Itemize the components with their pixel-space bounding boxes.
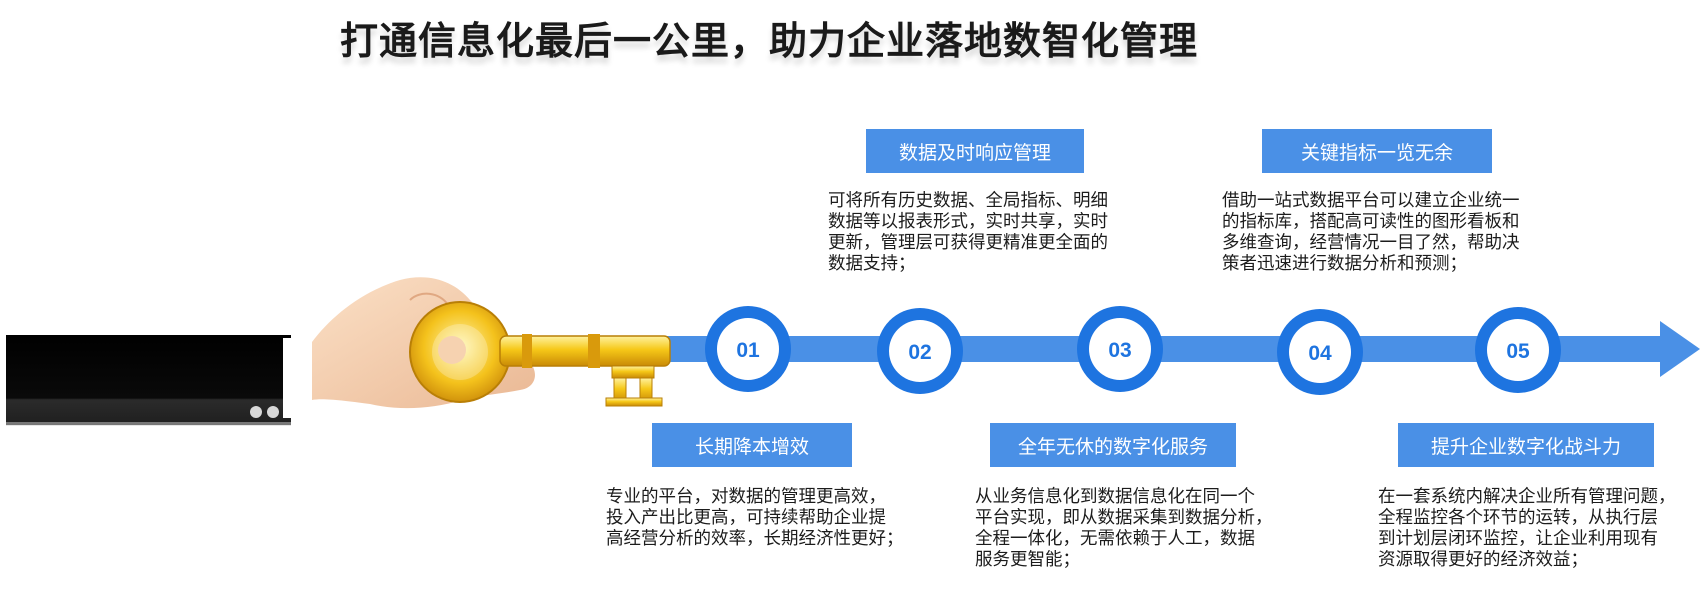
step-circle-inner (889, 320, 951, 382)
step-number: 03 (1108, 339, 1131, 362)
step-marker-05: 05 (1475, 307, 1561, 393)
step-label-03: 全年无休的数字化服务 (990, 423, 1236, 467)
step-number: 05 (1506, 340, 1530, 363)
steps-layer: 01 02 03 04 05 (705, 306, 1561, 395)
step-label-02: 数据及时响应管理 (866, 129, 1084, 173)
step-label-05: 提升企业数字化战斗力 (1398, 423, 1654, 467)
step-description-02: 可将所有历史数据、全局指标、明细 数据等以报表形式，实时共享，实时 更新，管理层… (828, 191, 1108, 274)
cufflink-1 (250, 406, 262, 418)
golden-key (409, 301, 671, 407)
step-circle-inner (1487, 319, 1549, 381)
key-shaft (499, 335, 671, 367)
step-description-01: 专业的平台，对数据的管理更高效， 投入产出比更高，可持续帮助企业提 高经营分析的… (606, 487, 904, 549)
step-description-05: 在一套系统内解决企业所有管理问题， 全程监控各个环节的运转，从执行层 到计划层闭… (1378, 487, 1676, 570)
step-label-04: 关键指标一览无余 (1262, 129, 1492, 173)
step-description-04: 借助一站式数据平台可以建立企业统一 的指标库，搭配高可读性的图形看板和 多维查询… (1222, 191, 1520, 274)
step-label-01: 长期降本增效 (652, 423, 852, 467)
step-marker-02: 02 (877, 308, 963, 394)
step-marker-03: 03 (1077, 306, 1163, 392)
hand-with-key-illustration (6, 277, 671, 426)
step-marker-04: 04 (1277, 309, 1363, 395)
step-number: 04 (1308, 342, 1332, 365)
step-number: 02 (908, 341, 931, 364)
step-marker-01: 01 (705, 306, 791, 392)
shirt-cuff (283, 338, 313, 418)
step-number: 01 (736, 339, 760, 362)
step-circle-inner (717, 318, 779, 380)
step-circle-inner (1289, 321, 1351, 383)
sleeve (6, 335, 291, 425)
page-title: 打通信息化最后一公里，助力企业落地数智化管理 (340, 19, 1199, 63)
arrow-head (1660, 321, 1700, 377)
cufflink-2 (267, 406, 279, 418)
step-description-03: 从业务信息化到数据信息化在同一个 平台实现，即从数据采集到数据分析， 全程一体化… (975, 487, 1273, 570)
step-circle-inner (1089, 318, 1151, 380)
